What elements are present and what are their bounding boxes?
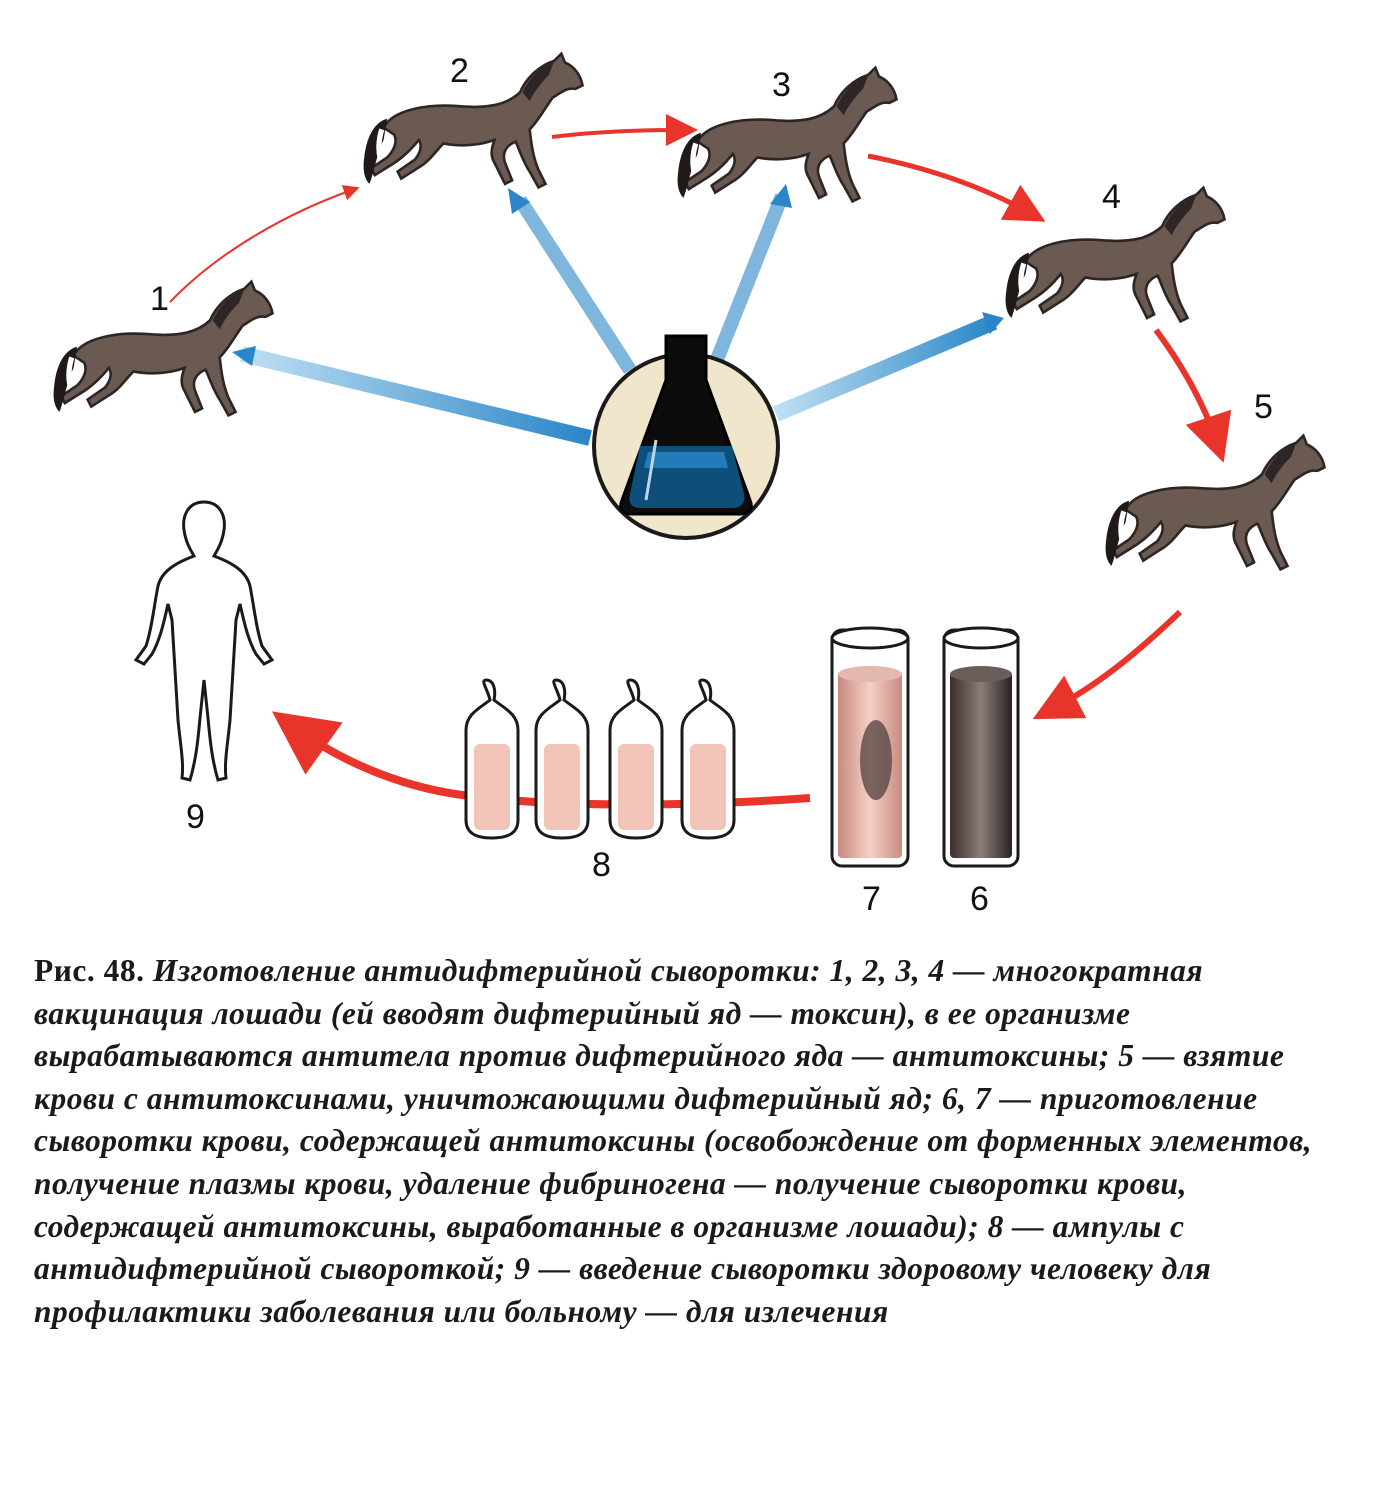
label-7: 7 xyxy=(862,880,881,918)
label-3: 3 xyxy=(772,66,791,104)
label-9: 9 xyxy=(186,798,205,836)
ampule xyxy=(464,678,520,840)
label-4: 4 xyxy=(1102,178,1121,216)
label-1: 1 xyxy=(150,280,169,318)
flask-toxin xyxy=(592,334,780,540)
ampules xyxy=(464,678,736,840)
label-2: 2 xyxy=(450,52,469,90)
blue-arrows xyxy=(232,184,1004,446)
horse-5 xyxy=(1106,436,1325,570)
ampule xyxy=(680,678,736,840)
ampule xyxy=(534,678,590,840)
human-figure xyxy=(133,500,275,782)
horse-2 xyxy=(364,54,583,188)
diagram-figure: 1 2 3 4 5 6 7 8 9 xyxy=(0,0,1379,918)
label-8: 8 xyxy=(592,846,611,884)
caption-text: Изготовление антидифтерийной сыворотки: … xyxy=(34,953,1313,1329)
label-5: 5 xyxy=(1254,388,1273,426)
tube-6 xyxy=(942,626,1020,868)
label-6: 6 xyxy=(970,880,989,918)
tube-7 xyxy=(830,626,910,868)
ampule xyxy=(608,678,664,840)
figure-caption: Рис. 48. Изготовление антидифтерийной сы… xyxy=(34,950,1349,1333)
caption-lead: Рис. 48. xyxy=(34,953,145,988)
